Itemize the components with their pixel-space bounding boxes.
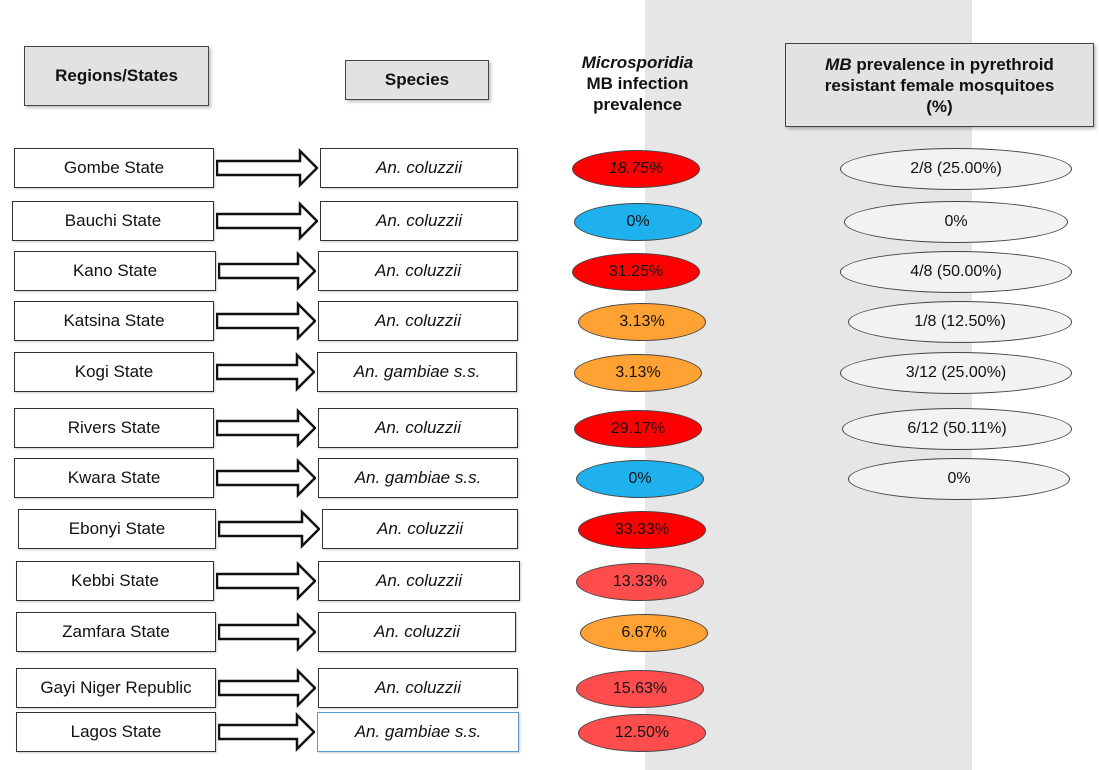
arrow-right-icon <box>218 509 320 549</box>
pyrethroid-prevalence-ellipse: 0% <box>844 201 1068 243</box>
species-box: An. gambiae s.s. <box>318 458 518 498</box>
pyrethroid-prevalence-ellipse: 6/12 (50.11%) <box>842 408 1072 450</box>
pyrethroid-prevalence-ellipse: 3/12 (25.00%) <box>840 352 1072 394</box>
mb-prevalence-ellipse: 33.33% <box>578 511 706 549</box>
region-box: Gayi Niger Republic <box>16 668 216 708</box>
species-box: An. gambiae s.s. <box>317 352 517 392</box>
species-box: An. coluzzii <box>318 612 516 652</box>
arrow-right-icon <box>218 612 316 652</box>
mb-prevalence-ellipse: 15.63% <box>576 670 704 708</box>
mb-prevalence-ellipse: 0% <box>576 460 704 498</box>
region-box: Gombe State <box>14 148 214 188</box>
arrow-right-icon <box>218 251 316 291</box>
pyrethroid-prevalence-ellipse: 0% <box>848 458 1070 500</box>
arrow-right-icon <box>216 301 316 341</box>
arrow-right-icon <box>218 668 316 708</box>
arrow-right-icon <box>216 408 316 448</box>
species-header: Species <box>345 60 489 100</box>
pyrethroid-prevalence-ellipse: 2/8 (25.00%) <box>840 148 1072 190</box>
arrow-right-icon <box>218 712 315 752</box>
region-box: Ebonyi State <box>18 509 216 549</box>
species-box: An. coluzzii <box>322 509 518 549</box>
species-header-label: Species <box>384 70 450 89</box>
mb-infection-header-line3: prevalence <box>593 95 682 114</box>
pyrethroid-header-line2: resistant female mosquitoes <box>824 75 1055 95</box>
pyrethroid-header-em: MB <box>825 54 852 74</box>
species-box: An. coluzzii <box>318 301 518 341</box>
region-box: Kwara State <box>14 458 214 498</box>
region-box: Kogi State <box>14 352 214 392</box>
arrow-right-icon <box>216 201 318 241</box>
species-box: An. coluzzii <box>318 668 518 708</box>
pyrethroid-header-rest: prevalence in pyrethroid <box>851 54 1054 74</box>
pyrethroid-header-line1: MB prevalence in pyrethroid <box>825 54 1054 75</box>
region-box: Kano State <box>14 251 216 291</box>
region-box: Lagos State <box>16 712 216 752</box>
mb-prevalence-ellipse: 29.17% <box>574 410 702 448</box>
mb-prevalence-ellipse: 3.13% <box>574 354 702 392</box>
mb-prevalence-ellipse: 3.13% <box>578 303 706 341</box>
region-box: Kebbi State <box>16 561 214 601</box>
pyrethroid-header: MB prevalence in pyrethroid resistant fe… <box>785 43 1094 127</box>
mb-prevalence-ellipse: 18.75% <box>572 150 700 188</box>
pyrethroid-header-line3: (%) <box>926 96 953 116</box>
region-box: Bauchi State <box>12 201 214 241</box>
region-box: Zamfara State <box>16 612 216 652</box>
species-box: An. coluzzii <box>318 561 520 601</box>
region-box: Katsina State <box>14 301 214 341</box>
species-box: An. coluzzii <box>320 148 518 188</box>
species-box: An. coluzzii <box>318 251 518 291</box>
species-box: An. coluzzii <box>320 201 518 241</box>
mb-prevalence-ellipse: 31.25% <box>572 253 700 291</box>
regions-header-label: Regions/States <box>55 66 178 85</box>
species-box: An. coluzzii <box>318 408 518 448</box>
pyrethroid-prevalence-ellipse: 1/8 (12.50%) <box>848 301 1072 343</box>
arrow-right-icon <box>216 148 318 188</box>
arrow-right-icon <box>216 352 315 392</box>
mb-infection-header-line2: MB infection <box>586 74 689 93</box>
regions-header: Regions/States <box>24 46 209 106</box>
species-box: An. gambiae s.s. <box>317 712 519 752</box>
mb-prevalence-ellipse: 12.50% <box>578 714 706 752</box>
mb-prevalence-ellipse: 6.67% <box>580 614 708 652</box>
pyrethroid-prevalence-ellipse: 4/8 (50.00%) <box>840 251 1072 293</box>
mb-infection-header: Microsporidia MB infection prevalence <box>555 52 720 115</box>
mb-prevalence-ellipse: 13.33% <box>576 563 704 601</box>
mb-prevalence-ellipse: 0% <box>574 203 702 241</box>
arrow-right-icon <box>216 561 316 601</box>
mb-infection-header-line1: Microsporidia <box>581 53 694 72</box>
region-box: Rivers State <box>14 408 214 448</box>
arrow-right-icon <box>216 458 316 498</box>
